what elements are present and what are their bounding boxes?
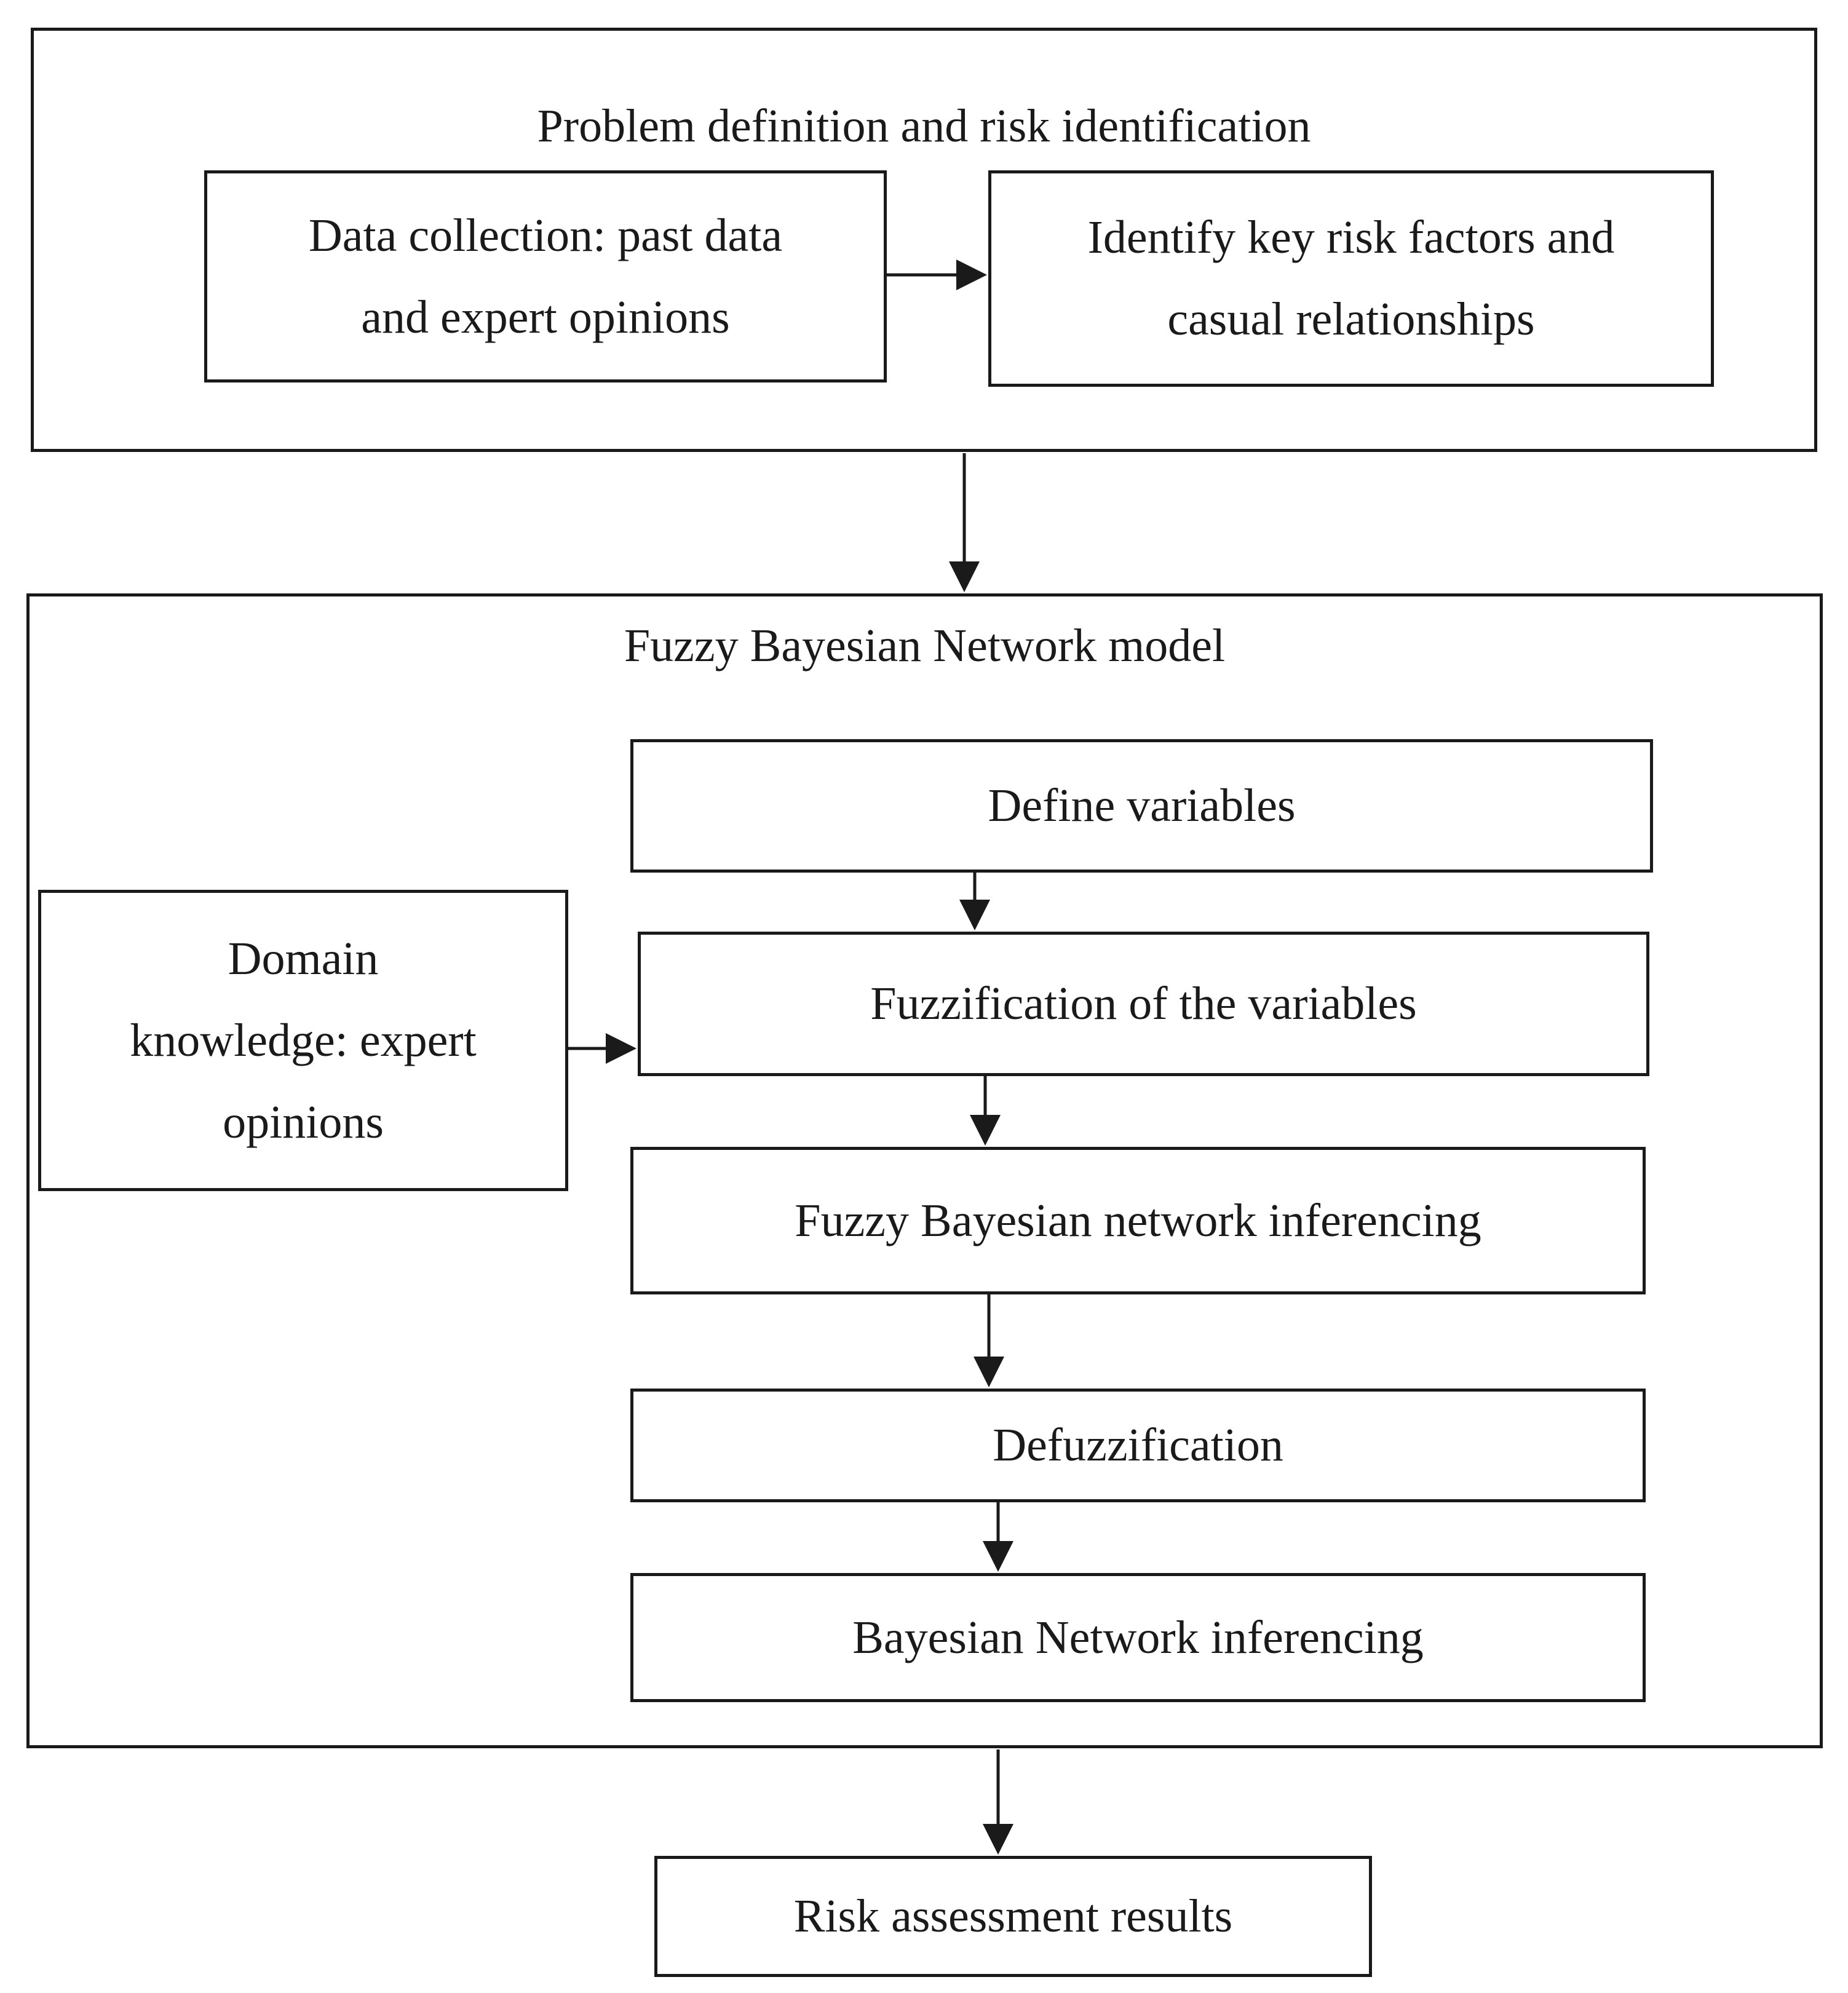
problem-definition-title: Problem definition and risk identificati… (537, 100, 1311, 152)
fuzzy-bn-inferencing-label: Fuzzy Bayesian network inferencing (795, 1194, 1481, 1246)
identify-risk-factors-label: Identify key risk factors and casual rel… (1087, 212, 1615, 345)
bn-inferencing-label: Bayesian Network inferencing (852, 1611, 1424, 1663)
data-collection-label: Data collection: past data and expert op… (308, 209, 783, 343)
define-variables-box: Define variables (630, 739, 1653, 873)
fuzzy-bayesian-model-title: Fuzzy Bayesian Network model (624, 619, 1226, 672)
fuzzification-box: Fuzzification of the variables (638, 932, 1649, 1076)
defuzzification-box: Defuzzification (630, 1389, 1646, 1502)
fuzzification-label: Fuzzification of the variables (870, 978, 1417, 1029)
defuzzification-label: Defuzzification (993, 1419, 1283, 1471)
define-variables-label: Define variables (988, 780, 1296, 831)
domain-knowledge-label: Domain knowledge: expert opinions (130, 932, 477, 1148)
bn-inferencing-box: Bayesian Network inferencing (630, 1573, 1646, 1702)
fuzzy-bn-inferencing-box: Fuzzy Bayesian network inferencing (630, 1147, 1646, 1294)
risk-assessment-results-box: Risk assessment results (654, 1856, 1372, 1977)
risk-assessment-results-label: Risk assessment results (793, 1890, 1233, 1942)
data-collection-box: Data collection: past data and expert op… (204, 170, 887, 382)
identify-risk-factors-box: Identify key risk factors and casual rel… (988, 170, 1714, 387)
domain-knowledge-box: Domain knowledge: expert opinions (38, 890, 568, 1191)
